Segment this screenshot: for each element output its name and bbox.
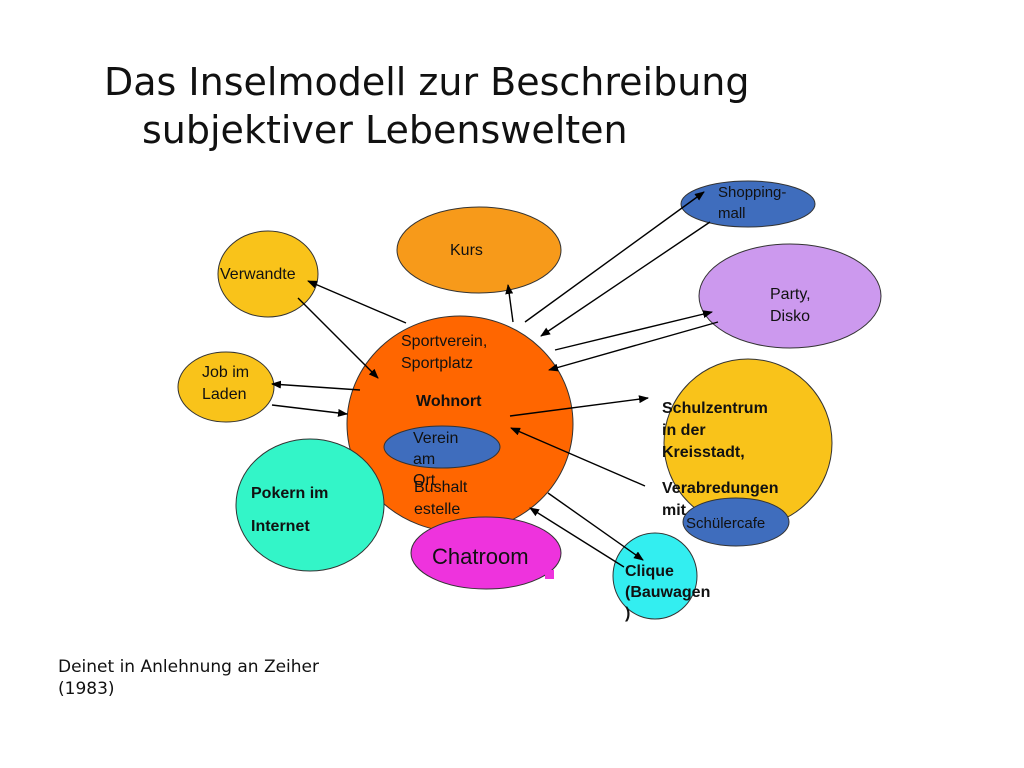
label-verwandte: Verwandte bbox=[220, 266, 296, 283]
arrow bbox=[547, 492, 644, 561]
island-verwandte bbox=[217, 230, 319, 318]
label-party: Party, Disko bbox=[770, 286, 811, 325]
arrow bbox=[524, 191, 705, 323]
label-verabredungen: Verabredungen mit bbox=[662, 480, 779, 519]
arrow bbox=[554, 310, 713, 351]
arrow bbox=[297, 297, 379, 379]
chatroom-handle bbox=[545, 570, 554, 579]
label-kurs: Kurs bbox=[450, 242, 483, 259]
arrow bbox=[510, 427, 646, 487]
label-job: Job im Laden bbox=[202, 364, 250, 403]
chatroom-handle bbox=[545, 539, 554, 548]
island-kurs bbox=[396, 206, 562, 294]
arrow bbox=[529, 507, 625, 568]
arrow bbox=[271, 404, 348, 417]
title-line-2: subjektiver Lebenswelten bbox=[142, 108, 628, 152]
label-verein: Verein am Ort bbox=[413, 430, 459, 489]
label-shopping: Shopping- mall bbox=[718, 184, 787, 222]
label-pokern: Pokern im bbox=[251, 485, 329, 502]
arrow bbox=[271, 380, 361, 391]
label-wohnort: Wohnort bbox=[416, 393, 482, 410]
island-pokern bbox=[235, 438, 385, 572]
arrow bbox=[548, 321, 719, 372]
source-credit: Deinet in Anlehnung an Zeiher (1983) bbox=[58, 657, 320, 699]
island-chatroom bbox=[410, 516, 562, 590]
arrow bbox=[540, 221, 711, 337]
label-clique: Clique (Bauwagen ) bbox=[625, 563, 711, 622]
island-shopping bbox=[680, 180, 816, 228]
island-verein bbox=[383, 425, 501, 469]
arrow bbox=[509, 395, 649, 417]
title-line-1: Das Inselmodell zur Beschreibung bbox=[104, 60, 750, 104]
label-sportverein: Sportverein, Sportplatz bbox=[401, 333, 488, 372]
arrow bbox=[505, 284, 514, 323]
page-title: Das Inselmodell zur Beschreibung subjekt… bbox=[104, 58, 804, 154]
label-bushaltestelle: Bushalt estelle bbox=[414, 479, 468, 518]
label-schulzentrum: Schulzentrum in der Kreisstadt, bbox=[662, 400, 768, 461]
island-party bbox=[698, 243, 882, 349]
island-schuelercafe bbox=[682, 497, 790, 547]
label-schuelercafe: Schülercafe bbox=[686, 515, 766, 532]
connection-arrows bbox=[271, 191, 719, 568]
arrow bbox=[307, 280, 407, 324]
label-internet: Internet bbox=[251, 518, 310, 535]
label-chatroom: Chatroom bbox=[432, 544, 529, 569]
